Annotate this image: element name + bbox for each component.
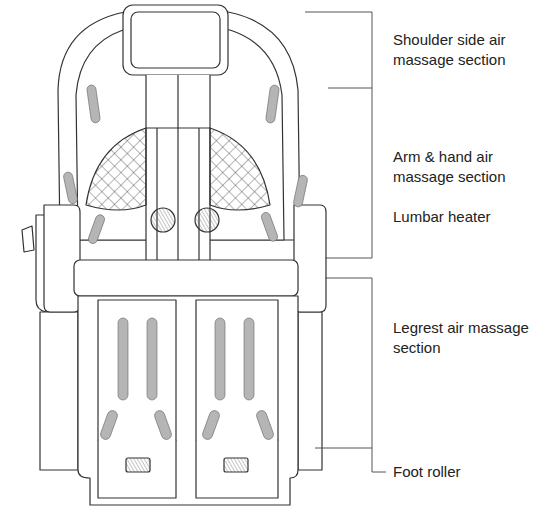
bracket-line [315,278,372,448]
lumbar-heater-pad [195,208,219,232]
air-bag [244,318,254,400]
right-armrest [294,205,326,312]
center-column [146,75,210,262]
right-back-cushion [210,128,270,210]
air-bag [255,409,275,441]
air-bag [215,318,225,400]
headrest-inner [131,12,220,68]
air-bag-group [63,84,308,440]
foot-logo [224,458,248,472]
right-base-panel [298,312,322,470]
air-bag [118,318,128,400]
part-label: Legrest air massage section [393,318,545,358]
bracket-group [305,12,386,472]
headrest [123,5,228,75]
bracket-tick [328,88,372,89]
air-bag [265,85,279,124]
column-strip [198,128,199,262]
air-bag [153,409,173,441]
seat [74,260,298,296]
part-label: Arm & hand air massage section [393,147,545,187]
part-label: Lumbar heater [393,207,545,227]
air-bag [99,409,119,441]
left-base-panel [40,312,78,470]
part-label: Shoulder side air massage section [393,30,545,70]
air-bag [201,409,221,441]
left-leg-well [98,300,176,455]
foot-logo [126,458,150,472]
air-bag [147,318,157,400]
remote-holder [22,226,34,252]
air-bag [63,171,78,204]
air-bag [293,175,308,208]
leader-line [372,448,386,472]
lumbar-heater-pad [151,208,175,232]
legrest [78,296,298,505]
right-leg-well [196,300,278,455]
left-armrest [44,205,80,312]
column-strip [156,128,157,262]
air-bag [260,211,279,242]
right-foot-well [196,440,278,498]
air-bag [87,214,106,245]
column-strip [177,75,178,262]
air-bag [86,84,100,123]
left-back-cushion [86,128,146,210]
left-foot-well [98,440,176,498]
bracket-line [305,12,372,258]
column-strip [146,127,210,128]
part-label: Foot roller [393,462,545,482]
